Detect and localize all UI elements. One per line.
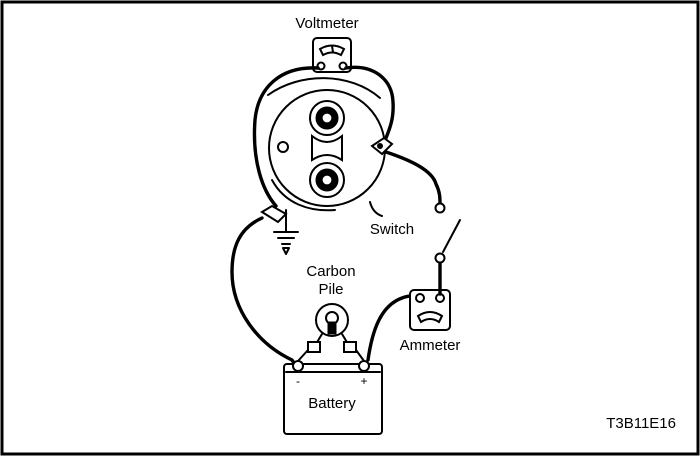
ammeter-label: Ammeter (400, 337, 461, 354)
switch-lead (384, 150, 442, 206)
open-switch-blade (442, 219, 461, 253)
ground-symbol (260, 204, 299, 255)
ammeter (409, 289, 451, 331)
switch-label: Switch (370, 221, 414, 238)
voltmeter-label: Voltmeter (295, 15, 358, 32)
carbon-pile (307, 303, 357, 353)
starter-motor (267, 77, 394, 212)
battery-positive-sign: + (360, 374, 367, 388)
negative-battery-cable (230, 216, 298, 368)
figure-code: T3B11E16 (606, 415, 676, 432)
carbon-pile-label-line2: Pile (318, 281, 343, 298)
battery-label: Battery (308, 395, 356, 412)
voltmeter-negative-lead (252, 66, 320, 208)
battery-negative-sign: - (296, 374, 300, 388)
voltmeter-positive-lead (344, 65, 395, 140)
switch-wire (369, 201, 383, 217)
ammeter-lead-terminal (434, 252, 446, 264)
voltmeter (312, 37, 352, 73)
battery (283, 349, 383, 435)
switch-lead-terminal (434, 202, 446, 214)
carbon-pile-label-line1: Carbon (306, 263, 355, 280)
